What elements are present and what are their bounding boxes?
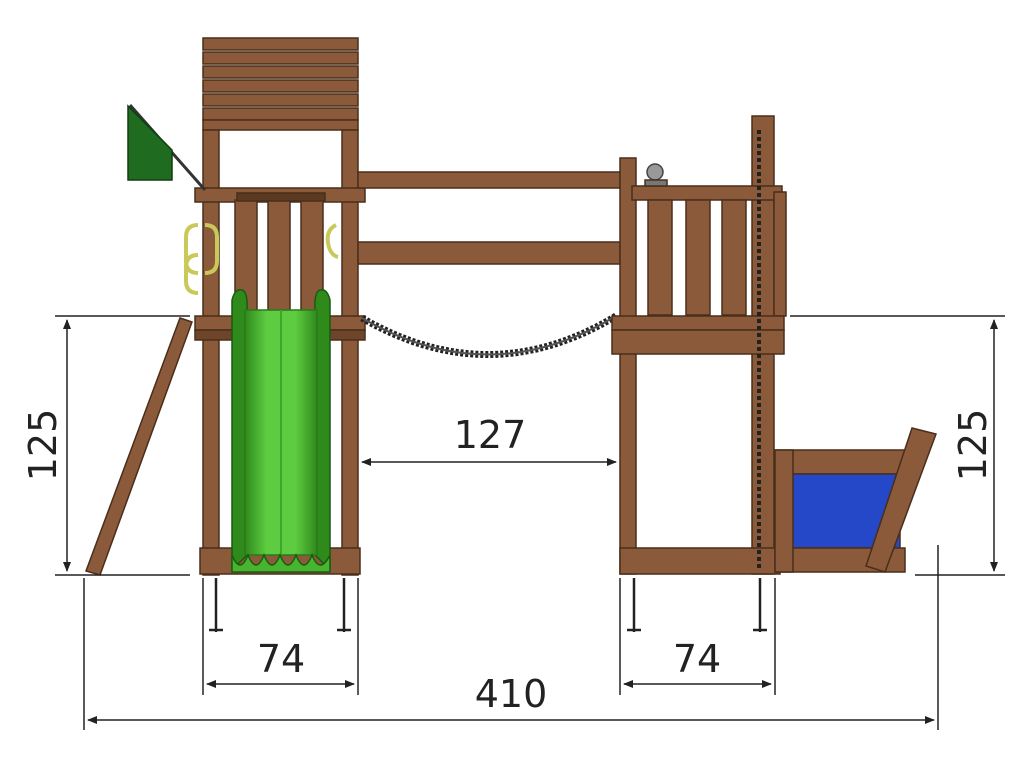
bridge-beams <box>357 171 621 265</box>
ground-anchors <box>209 578 767 632</box>
roof <box>202 37 359 131</box>
sandbox <box>774 427 937 573</box>
total-width-label: 410 <box>475 672 548 716</box>
ladder <box>85 317 193 576</box>
back-rails <box>234 192 326 316</box>
dimension-lines <box>55 315 1005 730</box>
slide <box>231 288 331 573</box>
right-tower <box>611 115 787 575</box>
flag-icon <box>127 104 207 191</box>
left-tower-width-label: 74 <box>257 637 305 681</box>
left-height-label: 125 <box>21 409 65 482</box>
handle-grip-icon <box>184 223 339 295</box>
knob-icon <box>646 163 664 181</box>
right-height-label: 125 <box>951 409 995 482</box>
right-tower-width-label: 74 <box>673 637 721 681</box>
gap-width-label: 127 <box>454 413 527 457</box>
left-post-inner <box>341 129 359 576</box>
